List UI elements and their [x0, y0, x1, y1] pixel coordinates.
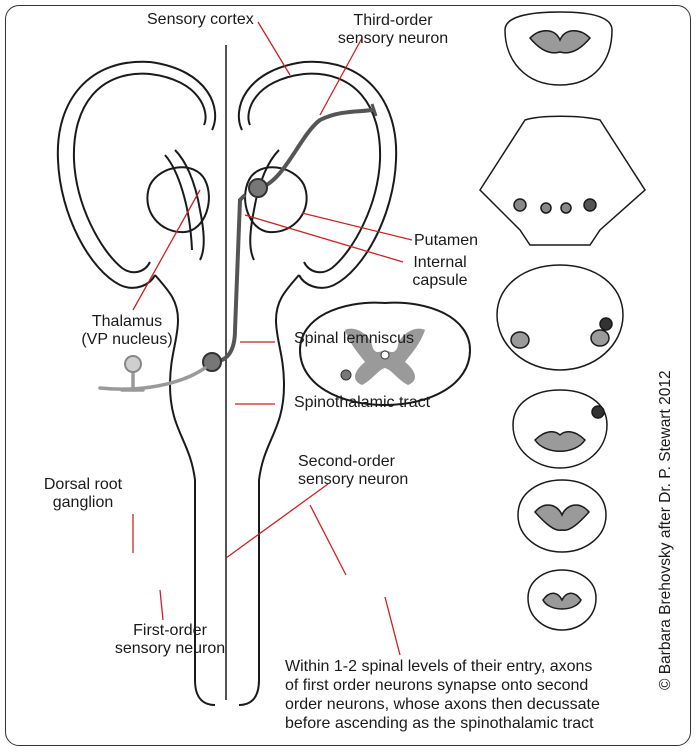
label-third-order-neuron: Third-order sensory neuron — [318, 12, 468, 48]
dorsal-root-ganglion-soma — [125, 356, 141, 372]
label-second-order-neuron: Second-order sensory neuron — [298, 453, 408, 489]
first-order-neuron — [100, 368, 205, 390]
label-spinothalamic-tract: Spinothalamic tract — [294, 394, 430, 412]
label-spinal-lemniscus: Spinal lemniscus — [294, 330, 414, 348]
section-medulla-mid — [497, 265, 623, 370]
section-lumbar — [528, 570, 596, 630]
spinal-cord-section — [300, 303, 470, 405]
figure-caption: Within 1-2 spinal levels of their entry,… — [285, 657, 600, 733]
section-medulla-top — [505, 12, 612, 85]
label-dorsal-root-ganglion: Dorsal root ganglion — [18, 476, 148, 512]
label-thalamus: Thalamus (VP nucleus) — [62, 313, 192, 349]
section-medulla-low — [513, 390, 607, 468]
section-pons — [480, 116, 645, 245]
label-first-order-neuron: First-order sensory neuron — [100, 622, 240, 658]
third-order-neuron-soma — [249, 179, 267, 197]
section-cervical — [518, 480, 606, 552]
label-putamen: Putamen — [414, 232, 478, 250]
label-sensory-cortex: Sensory cortex — [147, 11, 254, 29]
label-internal-capsule: Internal capsule — [405, 254, 475, 290]
copyright-notice: © Barbara Brehovsky after Dr. P. Stewart… — [657, 370, 675, 690]
